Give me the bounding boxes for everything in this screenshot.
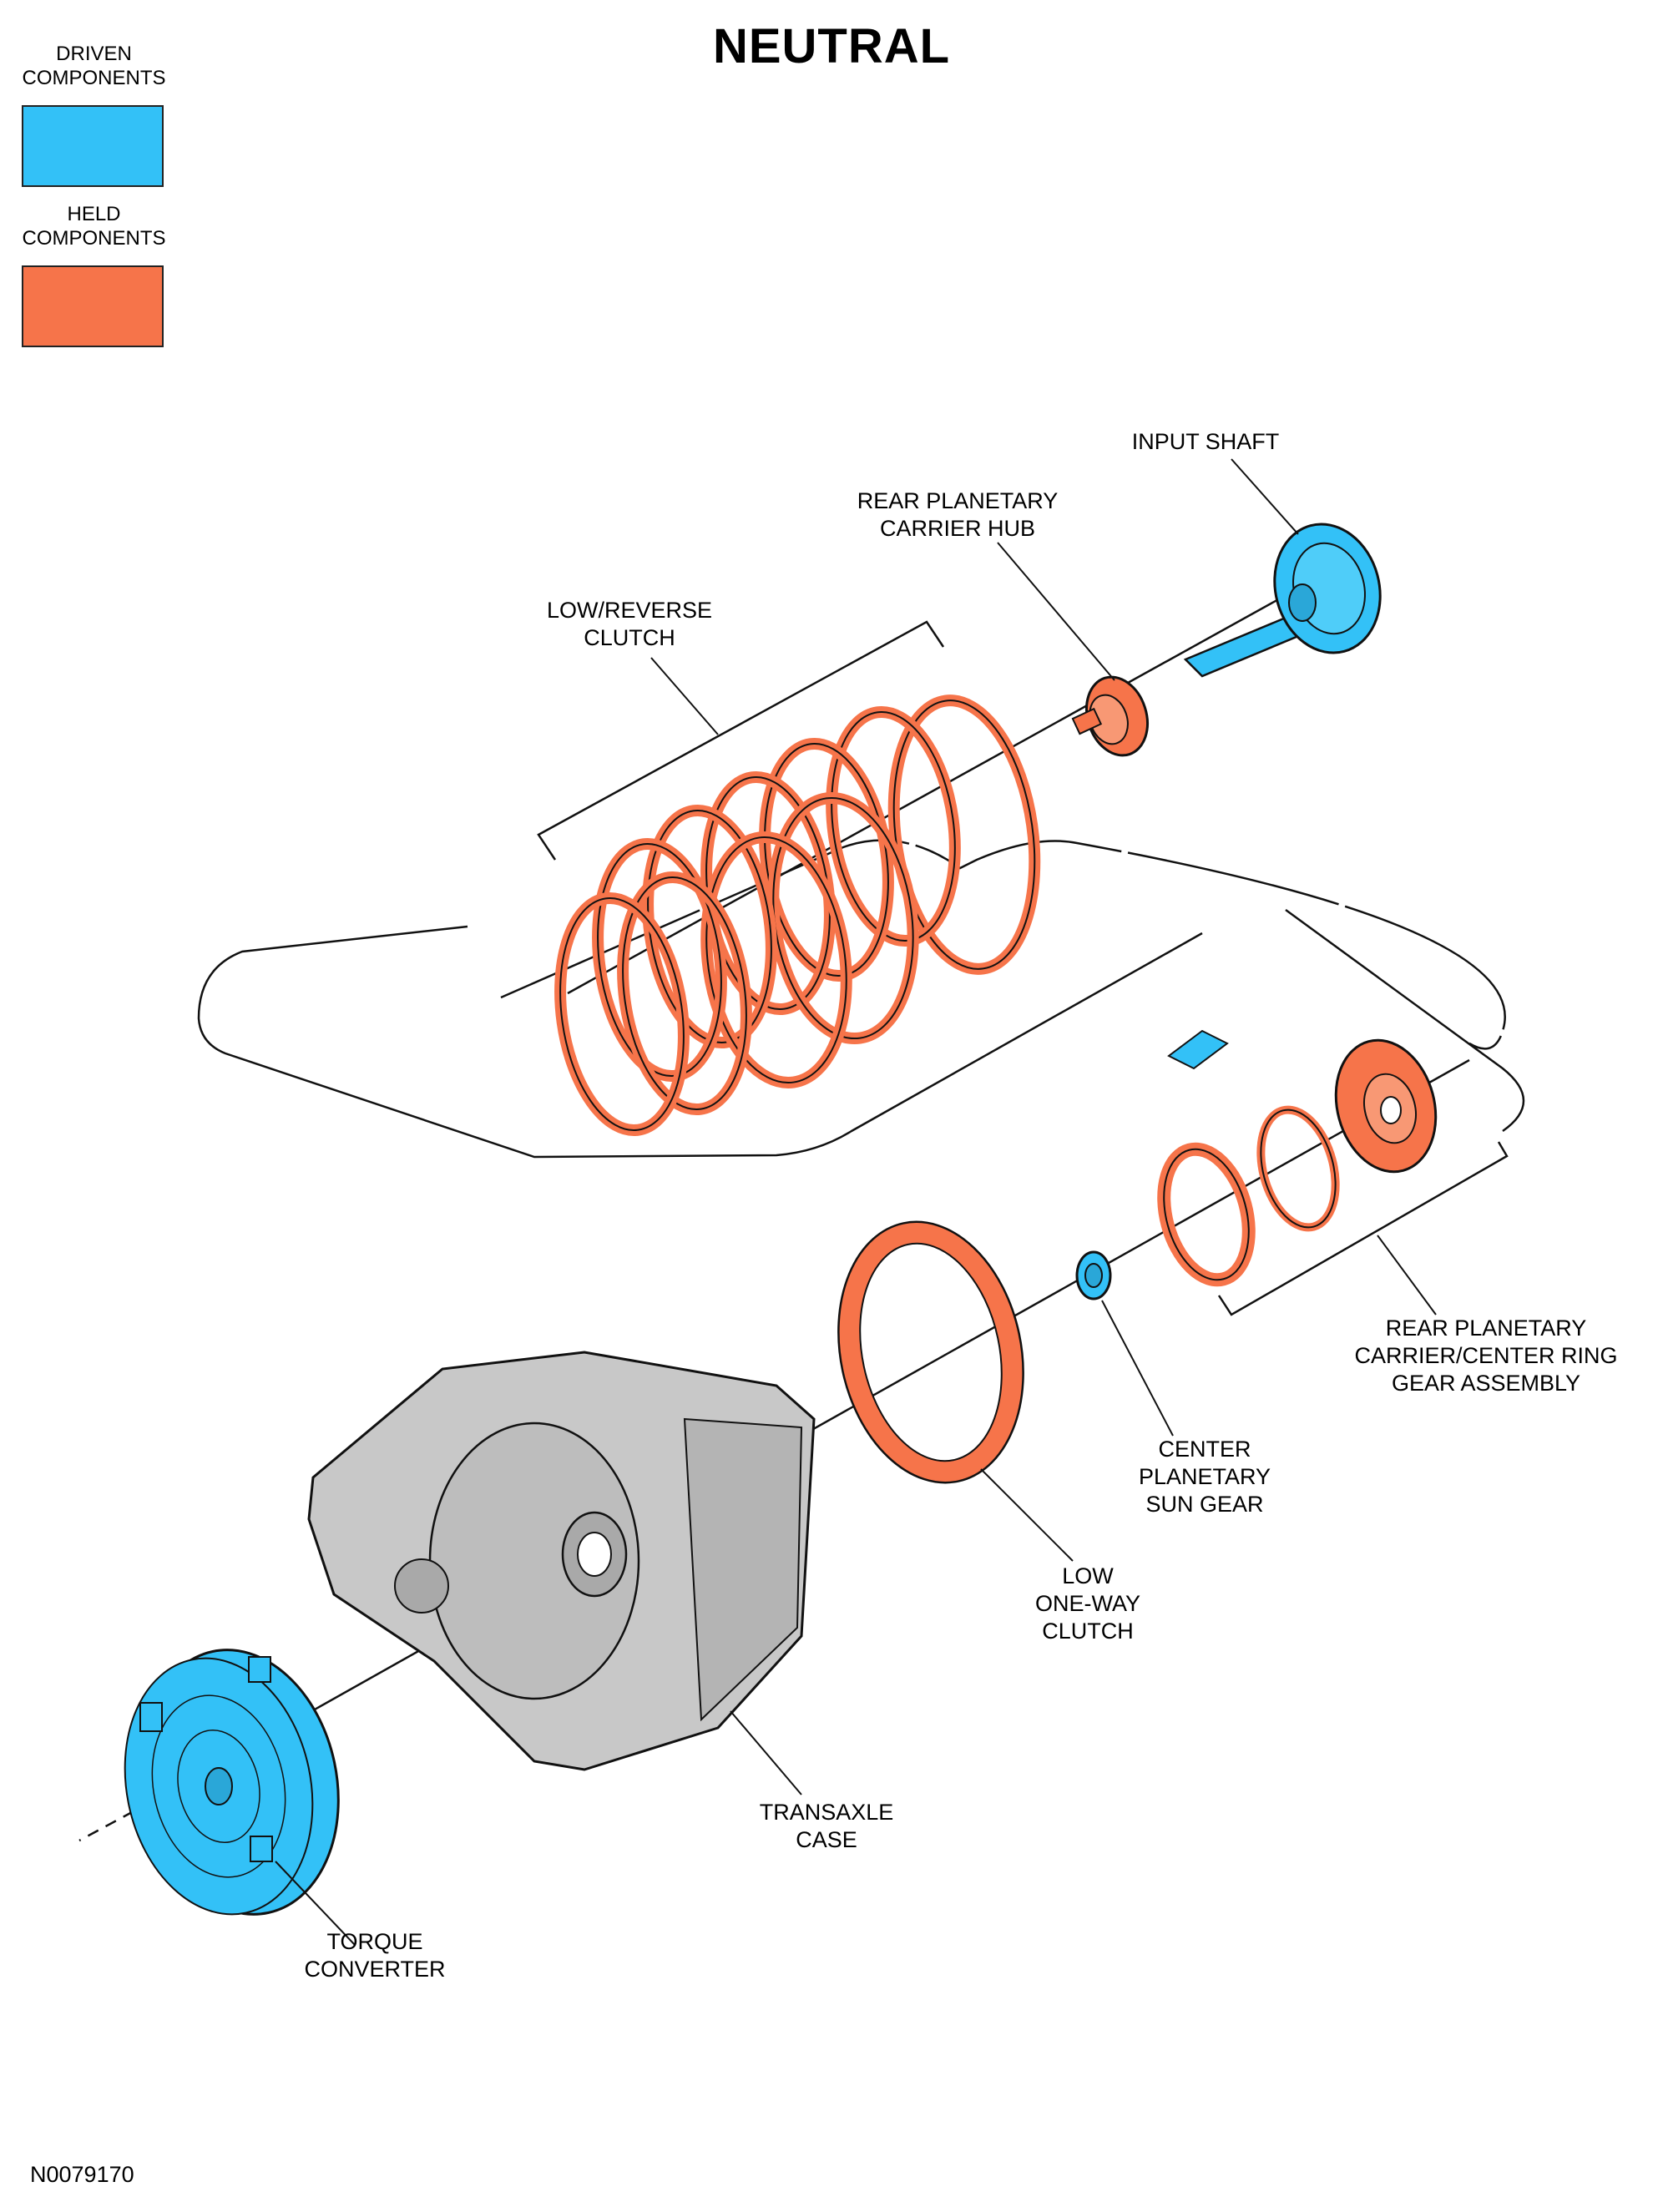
input-shaft-part	[1167, 523, 1382, 1070]
leader-rear-carrier	[1377, 1235, 1437, 1316]
label-torque-converter: TORQUE CONVERTER	[304, 1928, 445, 1983]
label-line: PLANETARY	[1138, 1464, 1271, 1489]
label-line: CASE	[796, 1827, 857, 1852]
leader-low-reverse	[650, 657, 719, 735]
label-line: CARRIER/CENTER RING	[1354, 1343, 1618, 1368]
diagram-title: NEUTRAL	[712, 19, 951, 73]
legend-held-label: HELD COMPONENTS	[8, 202, 179, 250]
label-line: LOW/REVERSE	[546, 598, 713, 623]
leader-carrier-hub	[997, 542, 1115, 681]
label-low-one-way-clutch: LOW ONE-WAY CLUTCH	[1035, 1563, 1140, 1645]
label-center-planetary-sun-gear: CENTER PLANETARY SUN GEAR	[1139, 1436, 1271, 1518]
transaxle-case-part	[307, 1351, 816, 1771]
low-one-way-clutch-part	[837, 1220, 1024, 1484]
rear-planetary-carrier-hub-part	[1071, 675, 1149, 757]
label-rear-planetary-carrier-hub: REAR PLANETARY CARRIER HUB	[857, 487, 1059, 543]
legend-held-line1: HELD	[67, 203, 121, 225]
label-line: ONE-WAY	[1035, 1591, 1140, 1616]
label-line: LOW	[1062, 1563, 1114, 1588]
axis-line-lower-dash	[78, 1810, 134, 1842]
leader-torque-converter	[275, 1861, 356, 1946]
label-input-shaft: INPUT SHAFT	[1131, 429, 1280, 454]
low-reverse-bracket	[537, 620, 945, 861]
label-line: REAR PLANETARY	[1385, 1316, 1587, 1341]
torque-converter-part	[124, 1649, 340, 1916]
legend-driven-label: DRIVEN COMPONENTS	[8, 42, 179, 90]
axis-line-upper	[567, 566, 1337, 995]
label-line: SUN GEAR	[1145, 1492, 1264, 1517]
figure-id: N0079170	[30, 2162, 134, 2187]
legend-held-line2: COMPONENTS	[22, 227, 166, 250]
label-line: CARRIER HUB	[879, 516, 1036, 541]
low-reverse-clutch-part	[554, 694, 1041, 1136]
leader-sun-gear	[1101, 1300, 1174, 1437]
label-line: CENTER	[1158, 1437, 1251, 1462]
label-line: TORQUE	[326, 1929, 423, 1954]
label-line: TRANSAXLE	[759, 1800, 894, 1825]
leader-input-shaft	[1231, 458, 1299, 535]
label-transaxle-case: TRANSAXLE CASE	[760, 1799, 894, 1854]
legend-driven-swatch	[22, 105, 164, 187]
connector-loop	[197, 908, 1525, 1159]
label-line: CONVERTER	[304, 1957, 446, 1982]
legend-driven-line1: DRIVEN	[56, 43, 132, 65]
center-planetary-sun-gear-part	[1075, 1250, 1112, 1300]
legend-driven-line2: COMPONENTS	[22, 67, 166, 89]
rear-planetary-carrier-ring-part	[1157, 1038, 1438, 1287]
label-line: REAR PLANETARY	[857, 488, 1059, 513]
label-line: GEAR ASSEMBLY	[1391, 1371, 1581, 1396]
leader-transaxle	[730, 1710, 802, 1795]
label-low-reverse-clutch: LOW/REVERSE CLUTCH	[547, 597, 712, 652]
leader-one-way	[980, 1468, 1074, 1562]
label-line: CLUTCH	[1042, 1619, 1134, 1644]
label-line: CLUTCH	[584, 625, 675, 650]
rear-carrier-bracket	[1217, 1141, 1509, 1316]
legend-held-swatch	[22, 265, 164, 347]
label-rear-planetary-carrier-ring: REAR PLANETARY CARRIER/CENTER RING GEAR …	[1354, 1315, 1617, 1397]
connector-outline	[500, 839, 1506, 1050]
